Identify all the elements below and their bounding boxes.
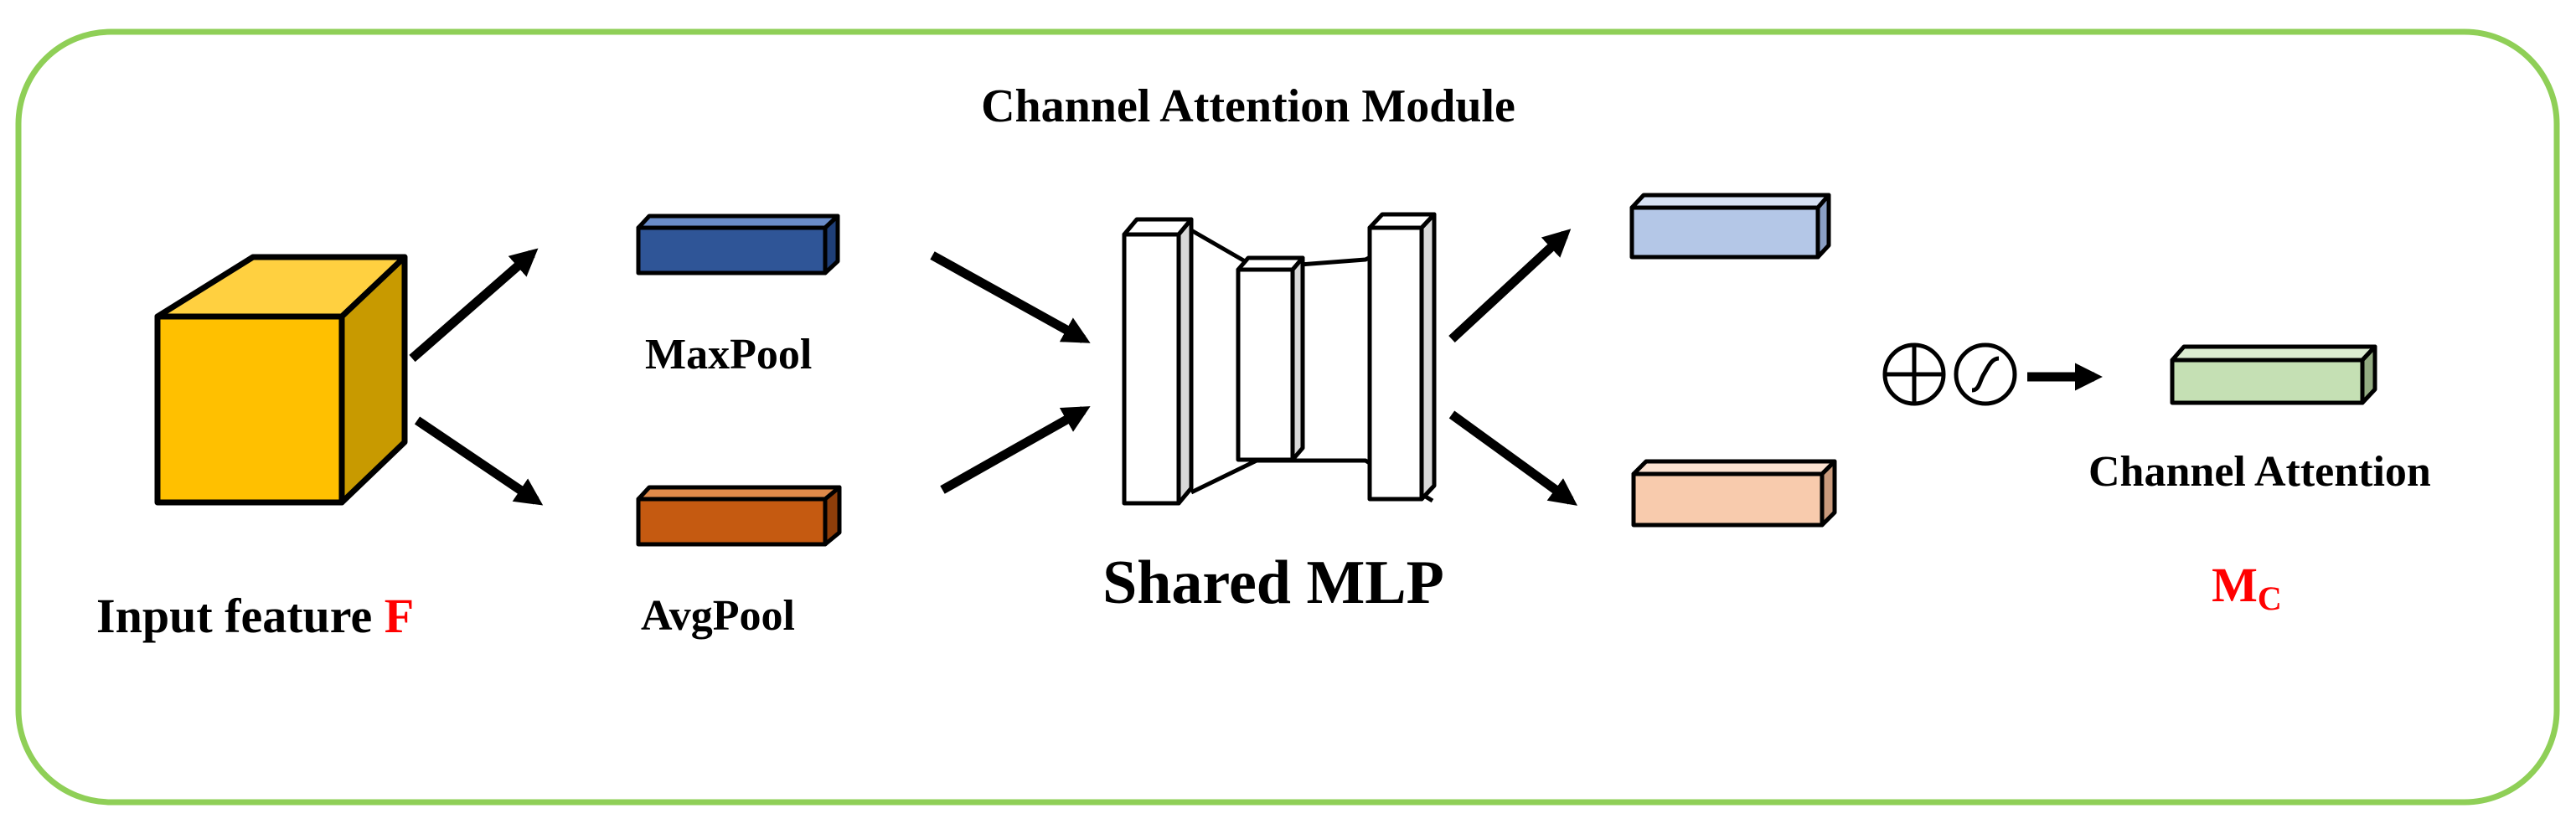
maxpool-bar [636, 214, 840, 275]
input-feature-label: Input feature F [96, 589, 414, 643]
shared-mlp [1122, 212, 1437, 506]
arrow-avgpool-to-mlp [940, 406, 1091, 494]
mlp-output-bottom-bar [1631, 459, 1837, 528]
channel-attention-symbol: MC [2212, 558, 2282, 617]
input-feature-cube [154, 254, 408, 506]
elementwise-sum-icon [1882, 342, 1946, 406]
maxpool-label: MaxPool [645, 331, 812, 378]
mlp-layer-input [1122, 232, 1181, 506]
arrow-maxpool-to-mlp [930, 251, 1091, 343]
mlp-output-top-bar [1629, 193, 1831, 260]
avgpool-label: AvgPool [641, 592, 795, 640]
arrow-to-avgpool [414, 416, 544, 506]
channel-attention-label: Channel Attention [2088, 448, 2431, 496]
module-title: Channel Attention Module [981, 80, 1515, 132]
sigmoid-icon [1954, 342, 2017, 406]
mlp-layer-hidden [1236, 267, 1295, 462]
shared-mlp-label: Shared MLP [1102, 548, 1444, 617]
channel-attention-bar [2170, 344, 2377, 405]
arrow-mlp-to-top-output [1448, 229, 1572, 343]
mlp-layer-output [1367, 225, 1424, 502]
arrow-to-maxpool [409, 248, 539, 363]
avgpool-bar [636, 485, 842, 547]
arrow-mlp-to-bottom-output [1448, 410, 1578, 506]
